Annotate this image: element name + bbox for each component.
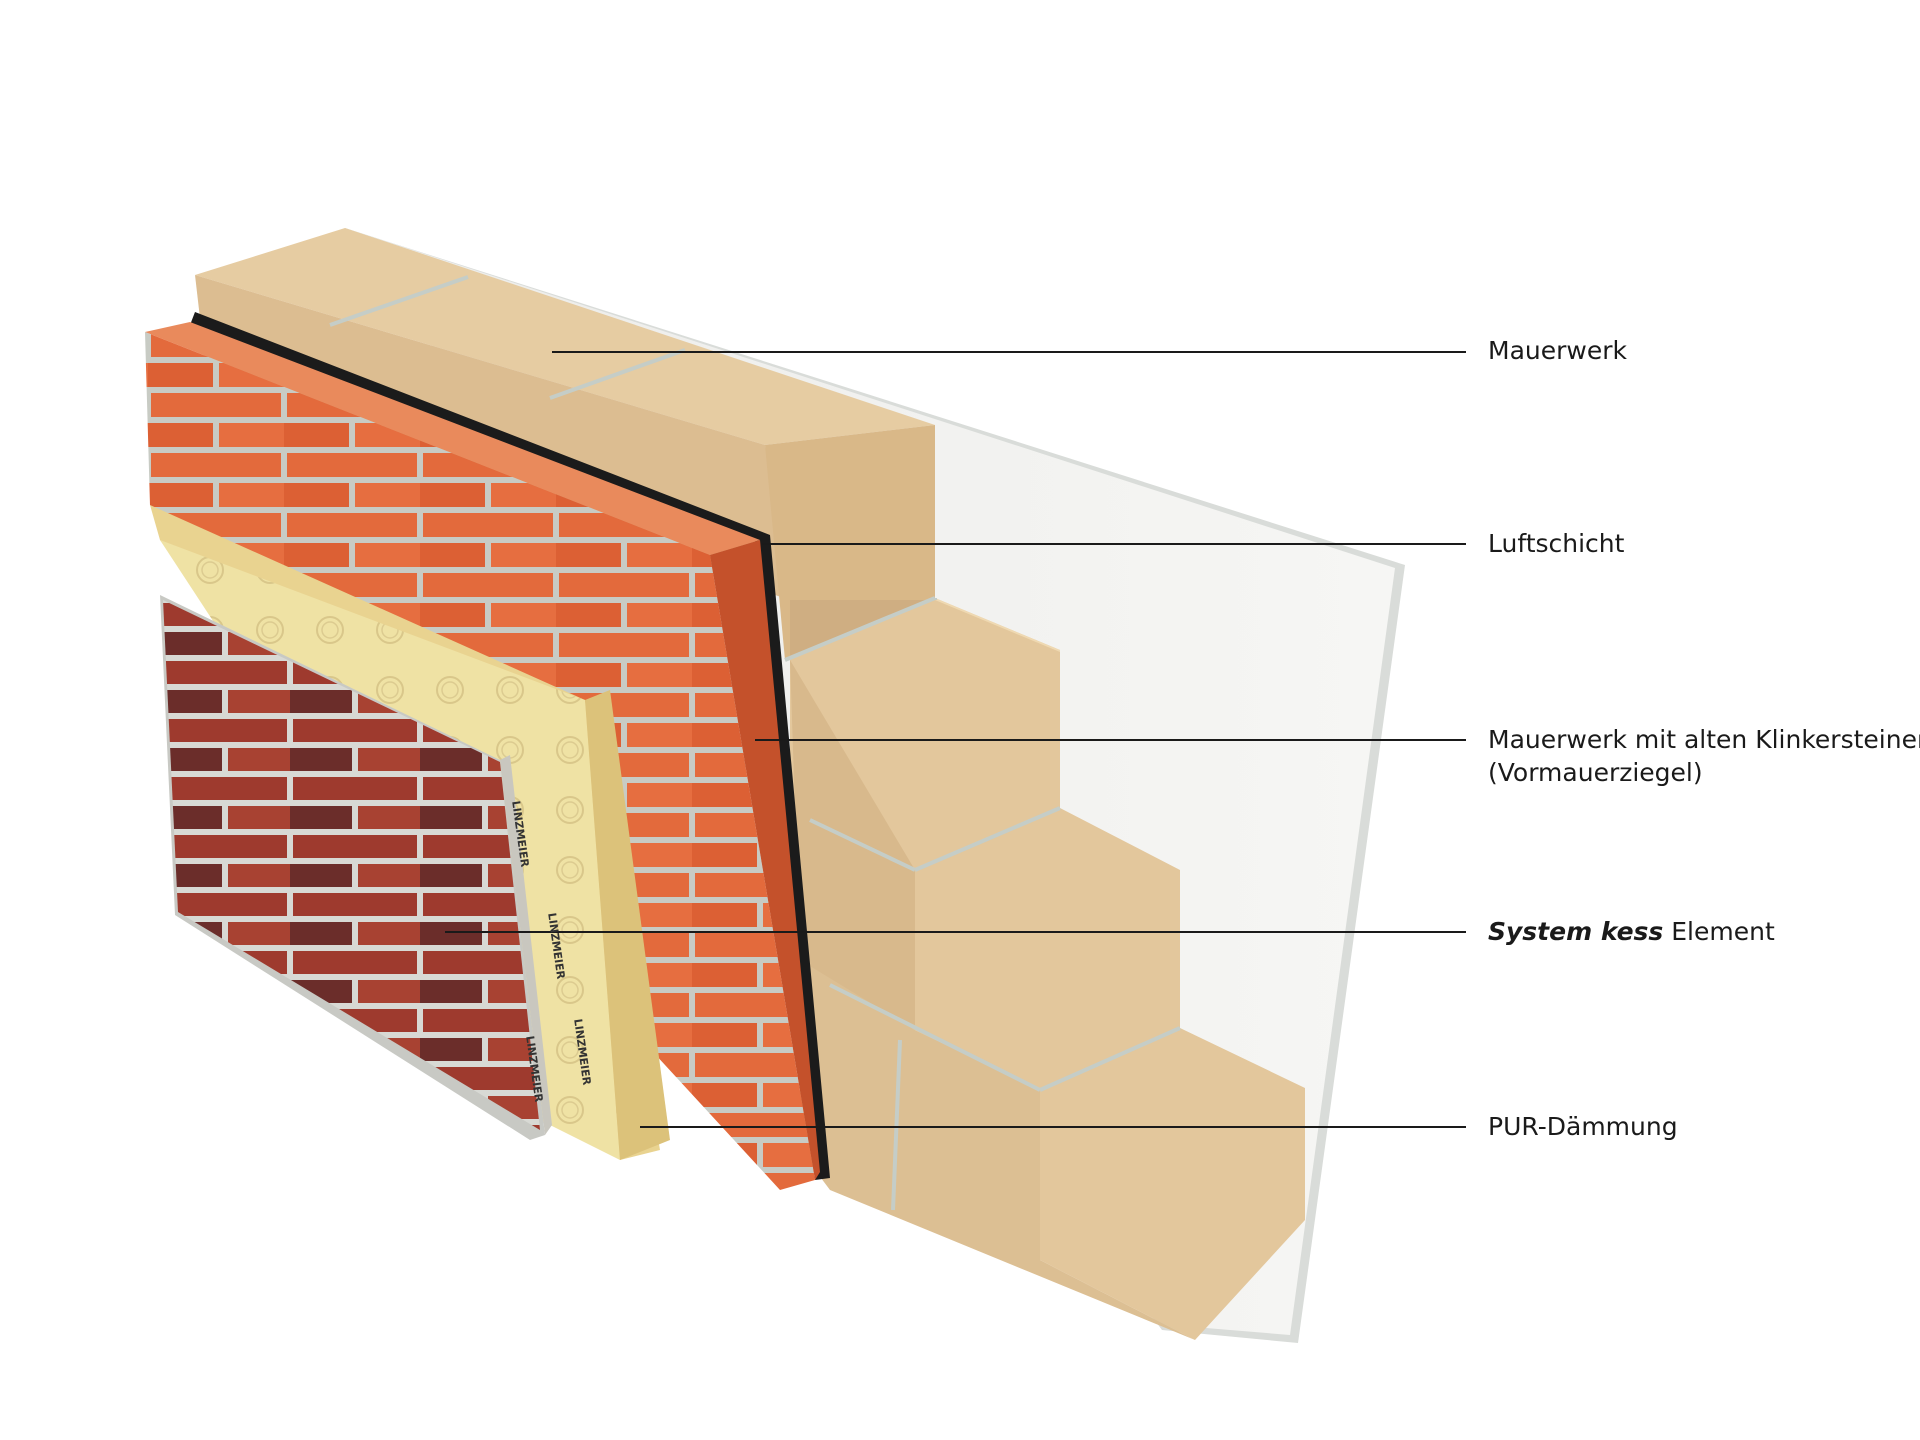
label-klinker-line1: Mauerwerk mit alten Klinkersteinen xyxy=(1488,723,1920,756)
label-pur: PUR-Dämmung xyxy=(1488,1110,1678,1143)
label-luftschicht: Luftschicht xyxy=(1488,527,1624,560)
label-klinker-line2: (Vormauerziegel) xyxy=(1488,756,1703,789)
label-system-kess: System kess Element xyxy=(1488,915,1775,948)
label-mauerwerk: Mauerwerk xyxy=(1488,334,1627,367)
label-system-kess-bold: System kess xyxy=(1488,917,1663,946)
label-system-kess-rest: Element xyxy=(1671,917,1775,946)
